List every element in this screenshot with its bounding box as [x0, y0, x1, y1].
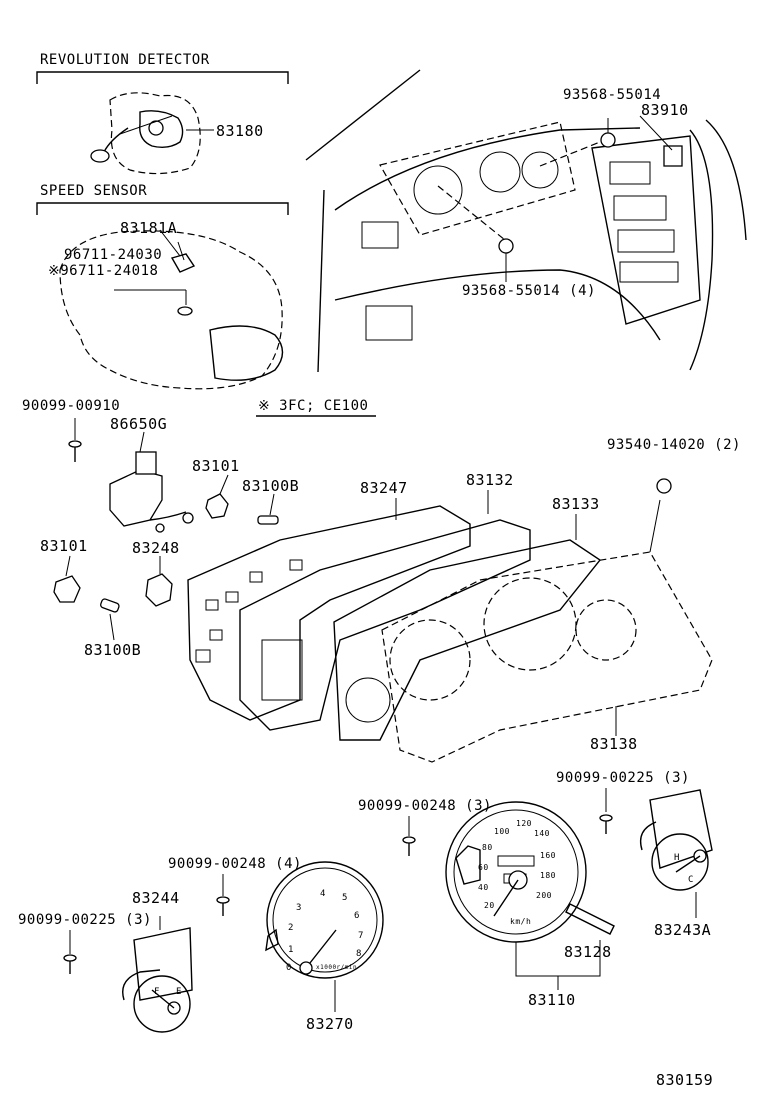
label-83180: 83180	[216, 122, 264, 140]
label-96711-24018: ※96711-24018	[48, 263, 159, 279]
label-93568-55014-4: 93568-55014 (4)	[462, 283, 596, 299]
label-83100b-a: 83100B	[242, 477, 300, 495]
screw-90099-00225-right	[599, 788, 613, 834]
label-93568-55014-top: 93568-55014	[563, 87, 662, 103]
bracket-86650g	[109, 451, 194, 533]
screw-90099-00248-3	[402, 816, 416, 856]
label-83138: 83138	[590, 735, 638, 753]
speedo-num-160: 160	[540, 851, 556, 860]
speedo-num-60: 60	[478, 863, 489, 872]
speedometer-83110	[445, 801, 615, 990]
label-83248: 83248	[132, 539, 180, 557]
tach-num-2: 2	[288, 923, 294, 933]
label-83132: 83132	[466, 471, 514, 489]
cluster-83133-plate	[333, 539, 602, 741]
revolution-detector-bracket	[36, 71, 289, 84]
label-96711-24030: 96711-24030	[64, 247, 163, 263]
dashboard-drawing	[305, 69, 747, 373]
screw-90099-00248-4	[216, 874, 230, 916]
tach-num-6: 6	[354, 911, 360, 921]
tach-num-3: 3	[296, 903, 302, 913]
label-90099-00225-left: 90099-00225 (3)	[18, 912, 152, 928]
tach-num-5: 5	[342, 893, 348, 903]
fuel-gauge-83244	[122, 916, 193, 1033]
section-revolution-detector: REVOLUTION DETECTOR	[40, 52, 210, 68]
screw-90099-00225-left	[63, 930, 77, 974]
label-83243a: 83243A	[654, 921, 712, 939]
tach-num-8: 8	[356, 949, 362, 959]
tach-num-1: 1	[288, 945, 294, 955]
cluster-83138-glass	[381, 478, 713, 763]
bulb-83100b-b	[100, 598, 120, 613]
label-90099-00248-4: 90099-00248 (4)	[168, 856, 302, 872]
label-83101-b: 83101	[40, 537, 88, 555]
label-83181a: 83181A	[120, 219, 178, 237]
section-speed-sensor: SPEED SENSOR	[40, 183, 148, 199]
bulb-83100b-a	[257, 515, 279, 525]
socket-83101-b	[53, 575, 81, 603]
label-83244: 83244	[132, 889, 180, 907]
speedo-num-100: 100	[494, 827, 510, 836]
tach-num-7: 7	[358, 931, 364, 941]
speedo-num-20: 20	[484, 901, 495, 910]
cluster-83247-printed-circuit	[187, 505, 471, 721]
speedo-num-80: 80	[482, 843, 493, 852]
leader-83181a	[177, 241, 185, 261]
speedo-unit: km/h	[510, 917, 532, 926]
label-83270: 83270	[306, 1015, 354, 1033]
socket-83248	[145, 573, 173, 607]
screw-90099-00910	[68, 418, 82, 462]
label-93540-14020: 93540-14020 (2)	[607, 437, 741, 453]
fuel-letter-e: E	[176, 987, 182, 997]
revolution-detector-drawing	[90, 92, 214, 175]
tachometer-83270	[265, 861, 384, 1012]
speedo-num-180: 180	[540, 871, 556, 880]
tach-num-0: 0	[286, 963, 292, 973]
speedo-num-140: 140	[534, 829, 550, 838]
temp-gauge-83243a	[639, 789, 713, 918]
socket-83101-a	[205, 493, 229, 519]
label-83910: 83910	[641, 101, 689, 119]
leader-lines	[65, 431, 617, 736]
label-86650g: 86650G	[110, 415, 168, 433]
label-83133: 83133	[552, 495, 600, 513]
temp-letter-c: C	[688, 875, 694, 885]
speed-sensor-bracket	[36, 202, 289, 215]
speedo-num-40: 40	[478, 883, 489, 892]
label-83101-a: 83101	[192, 457, 240, 475]
speedo-num-120: 120	[516, 819, 532, 828]
figure-number: 830159	[656, 1071, 714, 1089]
label-90099-00910: 90099-00910	[22, 398, 121, 414]
label-90099-00248-3: 90099-00248 (3)	[358, 798, 492, 814]
label-90099-00225-right: 90099-00225 (3)	[556, 770, 690, 786]
label-83110: 83110	[528, 991, 576, 1009]
tach-unit: x1000r/min	[316, 964, 358, 971]
temp-letter-h: H	[674, 853, 680, 863]
label-83247: 83247	[360, 479, 408, 497]
tach-num-4: 4	[320, 889, 326, 899]
cluster-83132-case	[239, 519, 531, 731]
label-83128: 83128	[564, 943, 612, 961]
note-3fc-ce100: ※ 3FC; CE100	[258, 398, 369, 414]
fuel-letter-f: F	[154, 987, 160, 997]
speedo-num-200: 200	[536, 891, 552, 900]
transmission-drawing	[59, 229, 284, 390]
label-83100b-b: 83100B	[84, 641, 142, 659]
leader-83180-b	[119, 115, 173, 135]
